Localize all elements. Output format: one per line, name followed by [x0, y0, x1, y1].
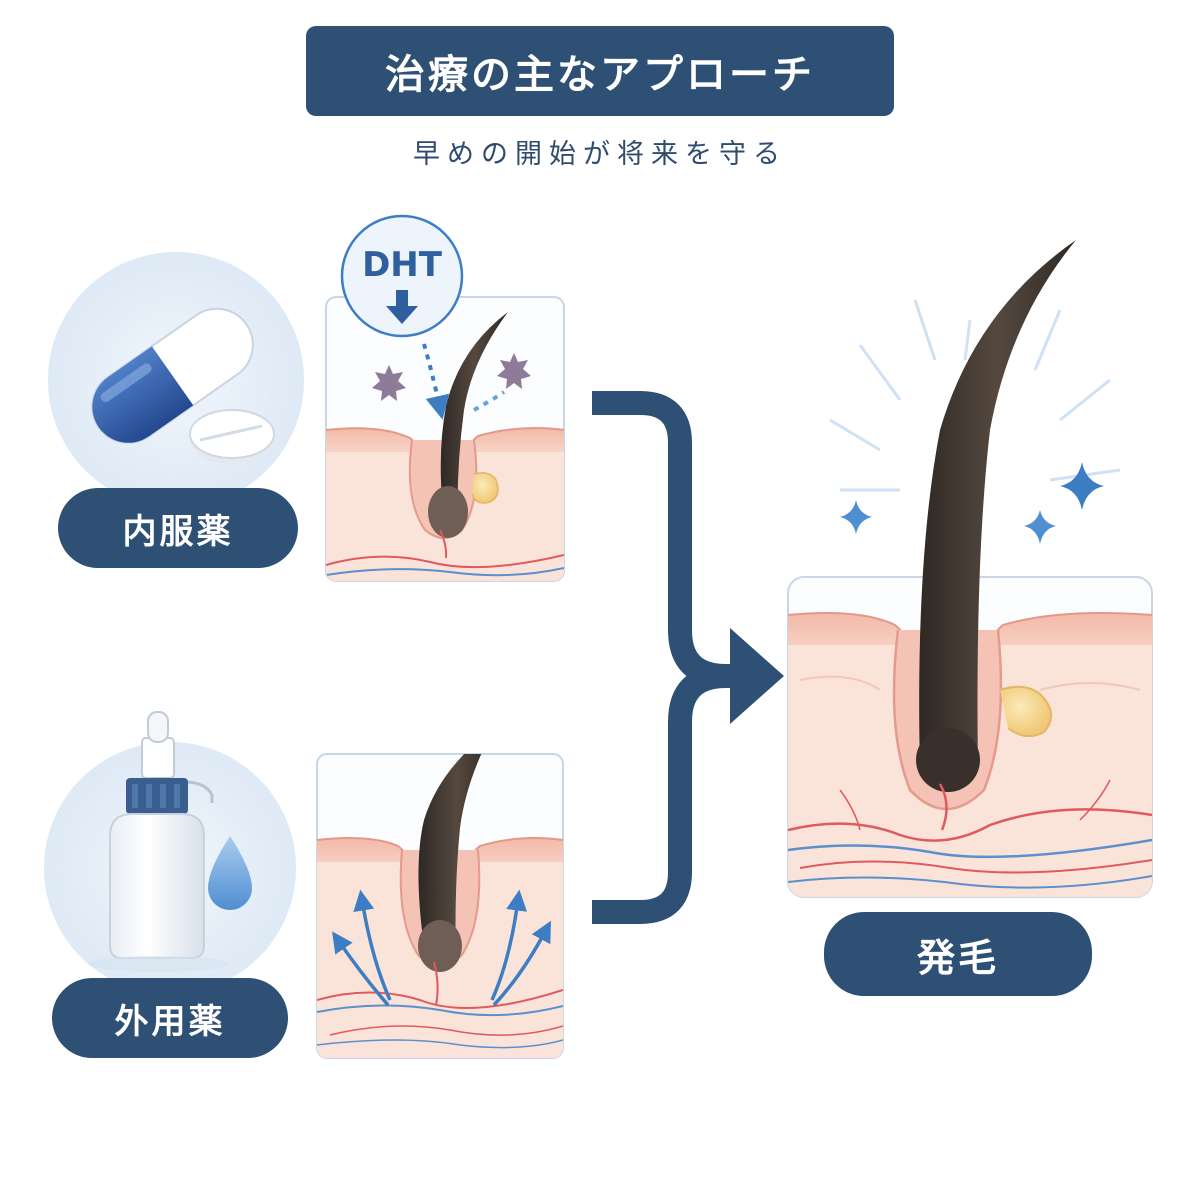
blood-flow-panel: [316, 753, 564, 1059]
healthy-hair-strand: [919, 240, 1076, 770]
flow-arrows: [332, 889, 551, 1007]
dropper-bottle-icon: [88, 711, 228, 972]
tablet-icon: [189, 409, 275, 464]
topical-medicine-illustration: [44, 711, 296, 994]
dht-molecule-right-icon: [497, 353, 531, 389]
oral-medicine-label: 内服薬: [58, 488, 298, 568]
title-banner: 治療の主なアプローチ: [306, 26, 894, 116]
oral-medicine-illustration: [48, 252, 304, 508]
dht-molecule-left-icon: [372, 365, 406, 401]
topical-medicine-label: 外用薬: [52, 978, 288, 1058]
hair-growth-label: 発毛: [824, 912, 1092, 996]
page-subtitle: 早めの開始が将来を守る: [413, 139, 787, 170]
capsule-icon: [91, 307, 254, 444]
sparkle-icon: [840, 500, 872, 534]
hair-growth-panel: [787, 240, 1153, 898]
radiance-lines: [829, 299, 1121, 492]
dht-blocking-panel: DHT: [325, 214, 565, 582]
merge-arrowhead: [730, 628, 784, 724]
sparkle-icon: [1024, 510, 1056, 544]
dht-badge: DHT: [340, 214, 464, 338]
sparkle-icon: [1060, 462, 1104, 510]
drop-icon: [208, 836, 252, 910]
dht-label: DHT: [362, 245, 443, 285]
page-title: 治療の主なアプローチ: [385, 52, 815, 98]
merge-arrow: [592, 391, 742, 924]
